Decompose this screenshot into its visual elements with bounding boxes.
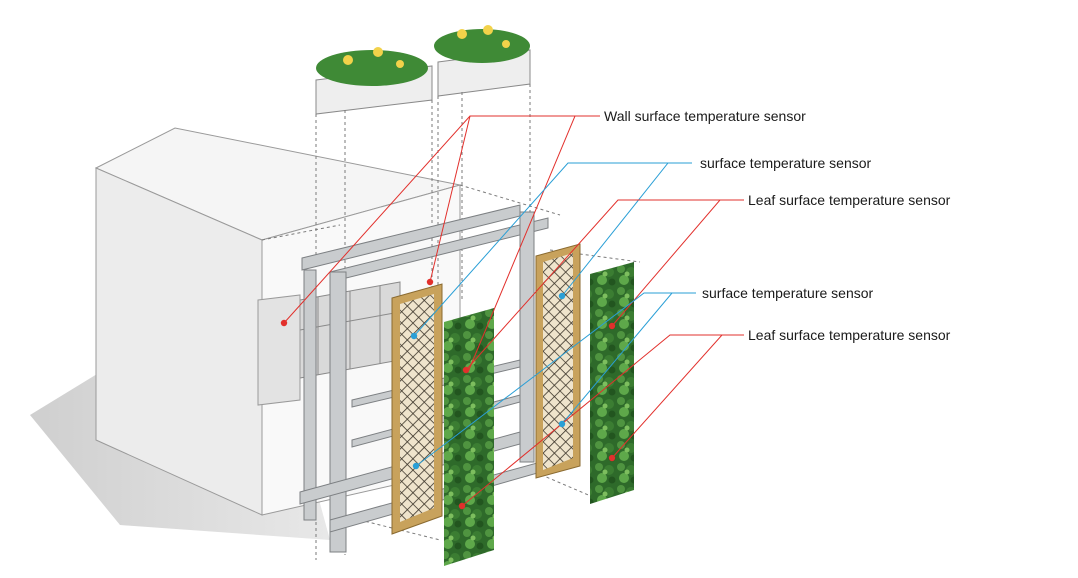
- wall-sensor-marker: [280, 319, 288, 327]
- surface-sensor-marker: [410, 332, 418, 340]
- surface-sensor-marker: [558, 292, 566, 300]
- sensor-markers: [280, 278, 616, 510]
- surface-sensor-label: surface temperature sensor: [700, 155, 872, 171]
- trellis-panel-right: [535, 243, 581, 479]
- surface-sensor-marker: [558, 420, 566, 428]
- leaf-sensor-marker: [608, 454, 616, 462]
- leader-lines: [283, 115, 744, 507]
- leaf-sensor-marker: [608, 322, 616, 330]
- wall-sensor-marker: [426, 278, 434, 286]
- leaf-sensor-label: Leaf surface temperature sensor: [748, 192, 951, 208]
- surface-sensor-label: surface temperature sensor: [702, 285, 874, 301]
- leaf-sensor-marker: [458, 502, 466, 510]
- trellis-panel-left: [391, 283, 443, 535]
- foliage-panel-left: [444, 308, 494, 566]
- planters: [315, 25, 531, 115]
- leaf-sensor-label: Leaf surface temperature sensor: [748, 327, 951, 343]
- leaf-sensor-marker: [462, 366, 470, 374]
- surface-sensor-marker: [412, 462, 420, 470]
- wall-sensor-label: Wall surface temperature sensor: [604, 108, 806, 124]
